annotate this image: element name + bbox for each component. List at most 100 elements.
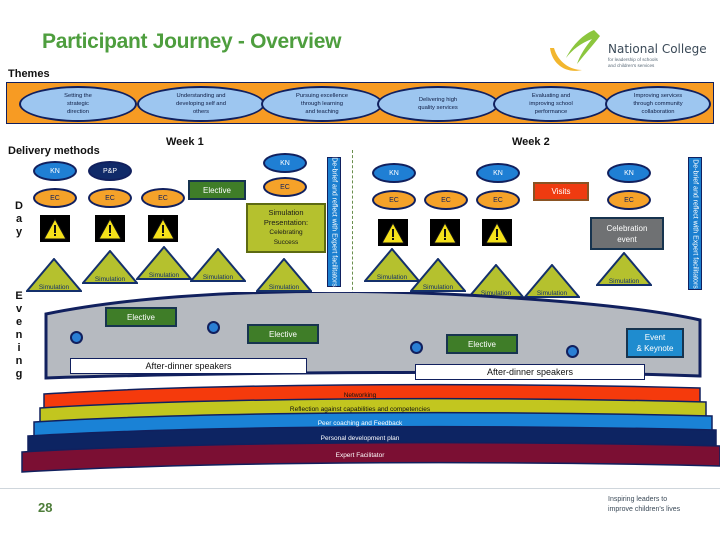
debrief-bar-week1-label: De-brief and reflect with Expert facilit… bbox=[330, 157, 338, 287]
sim-pres-line2: Presentation: bbox=[263, 218, 309, 227]
ec-node-w1-1[interactable]: EC bbox=[33, 188, 77, 208]
theme-5-line1: Evaluating and bbox=[531, 93, 571, 99]
ec-node-w2-4[interactable]: EC bbox=[607, 190, 651, 210]
event-keynote-line1: Event bbox=[644, 333, 666, 342]
theme-6-line1: Improving services bbox=[633, 93, 683, 99]
simulation-label-w2-4: Simulation bbox=[536, 290, 568, 297]
simulation-triangle-w2-4[interactable]: Simulation bbox=[524, 264, 580, 298]
kn-node-w2-1[interactable]: KN bbox=[372, 163, 416, 183]
ec-node-w2-1[interactable]: EC bbox=[372, 190, 416, 210]
band-label-networking: Networking bbox=[343, 392, 377, 399]
event-keynote-box[interactable]: Event & Keynote bbox=[626, 328, 684, 358]
themes-label: Themes bbox=[8, 68, 50, 80]
elective-box-w1-day[interactable]: Elective bbox=[188, 180, 246, 200]
theme-bubble-5: Evaluating and improving school performa… bbox=[493, 86, 609, 122]
band-shape-expertfacilitator bbox=[21, 441, 720, 473]
simulation-label-w1-4: Simulation bbox=[202, 274, 234, 281]
theme-6-line3: collaboration bbox=[641, 109, 675, 115]
event-keynote-line2: & Keynote bbox=[636, 344, 674, 353]
band-label-reflection: Reflection against capabilities and comp… bbox=[289, 406, 431, 413]
logo-subtitle-line2: and children's services bbox=[608, 63, 655, 68]
warning-triangle-icon-w1-1 bbox=[40, 215, 70, 242]
simulation-triangle-w2-5[interactable]: Simulation bbox=[596, 252, 652, 286]
ec-node-w1-3[interactable]: EC bbox=[141, 188, 185, 208]
page-number: 28 bbox=[38, 500, 53, 515]
elective-box-evening-2[interactable]: Elective bbox=[247, 324, 319, 344]
debrief-bar-week2-label: De-brief and reflect with Expert facilit… bbox=[691, 158, 699, 289]
elective-box-evening-1[interactable]: Elective bbox=[105, 307, 177, 327]
simulation-triangle-w1-2[interactable]: Simulation bbox=[82, 250, 138, 284]
evening-node-2[interactable] bbox=[207, 321, 220, 334]
simulation-triangle-w1-3[interactable]: Simulation bbox=[136, 246, 192, 280]
sim-pres-line3: Celebrating bbox=[269, 229, 303, 236]
warning-triangle-icon-w1-2 bbox=[95, 215, 125, 242]
logo-name: National College bbox=[608, 42, 707, 56]
logo-subtitle: for leadership of schools and children's… bbox=[608, 57, 658, 69]
ec-node-w1-2[interactable]: EC bbox=[88, 188, 132, 208]
footer-tagline-line1: Inspiring leaders to bbox=[608, 496, 668, 503]
elective-box-evening-3[interactable]: Elective bbox=[446, 334, 518, 354]
page-title: Participant Journey - Overview bbox=[42, 30, 342, 53]
footer-tagline-line2: improve children's lives bbox=[608, 506, 681, 513]
kn-node-w1-2[interactable]: KN bbox=[263, 153, 307, 173]
debrief-bar-week1: De-brief and reflect with Expert facilit… bbox=[327, 157, 341, 287]
celebration-line1: Celebration bbox=[606, 223, 648, 233]
sim-pres-line1: Simulation bbox=[268, 208, 304, 217]
simulation-presentation-box[interactable]: Simulation Presentation: Celebrating Suc… bbox=[246, 203, 326, 253]
kn-node-w2-2[interactable]: KN bbox=[476, 163, 520, 183]
simulation-triangle-w1-5[interactable]: Simulation bbox=[256, 258, 312, 292]
theme-2-line2: developing self and bbox=[176, 101, 226, 107]
bands-shape bbox=[21, 383, 720, 473]
kn-node-w2-3[interactable]: KN bbox=[607, 163, 651, 183]
band-label-peer-coaching: Peer coaching and Feedback bbox=[317, 420, 403, 427]
theme-5-line2: improving school bbox=[529, 101, 573, 107]
evening-node-1[interactable] bbox=[70, 331, 83, 344]
simulation-triangle-w2-2[interactable]: Simulation bbox=[410, 258, 466, 292]
ec-node-w2-2[interactable]: EC bbox=[424, 190, 468, 210]
simulation-label-w2-2: Simulation bbox=[422, 284, 454, 291]
bottom-bands: Networking Reflection against capabiliti… bbox=[0, 372, 720, 488]
kn-node-w1-1[interactable]: KN bbox=[33, 161, 77, 181]
after-dinner-speakers-w1[interactable]: After-dinner speakers bbox=[70, 358, 307, 374]
theme-1-line3: direction bbox=[67, 109, 89, 115]
theme-bubble-3: Pursuing excellence through learning and… bbox=[261, 86, 383, 122]
theme-bubble-1: Setting the strategic direction bbox=[19, 86, 137, 122]
simulation-triangle-w1-4[interactable]: Simulation bbox=[190, 248, 246, 282]
warning-triangle-icon-w1-3 bbox=[148, 215, 178, 242]
simulation-triangle-w2-1[interactable]: Simulation bbox=[364, 248, 420, 282]
debrief-bar-week2: De-brief and reflect with Expert facilit… bbox=[688, 157, 702, 290]
evening-node-3[interactable] bbox=[410, 341, 423, 354]
celebration-line2: event bbox=[617, 234, 637, 244]
theme-5-line3: performance bbox=[534, 109, 568, 115]
theme-3-line2: through learning bbox=[301, 101, 343, 107]
week-divider bbox=[352, 150, 353, 300]
pp-node-w1[interactable]: P&P bbox=[88, 161, 132, 181]
ec-node-w2-3[interactable]: EC bbox=[476, 190, 520, 210]
theme-bubble-2: Understanding and developing self and ot… bbox=[137, 86, 265, 122]
theme-2-line1: Understanding and bbox=[176, 93, 226, 99]
theme-3-line3: and teaching bbox=[305, 109, 339, 115]
ec-node-w1-4[interactable]: EC bbox=[263, 177, 307, 197]
celebration-event-box[interactable]: Celebration event bbox=[590, 217, 664, 250]
logo-subtitle-line1: for leadership of schools bbox=[608, 57, 658, 62]
after-dinner-speakers-w2[interactable]: After-dinner speakers bbox=[415, 364, 645, 380]
simulation-label-w2-5: Simulation bbox=[608, 278, 640, 285]
band-label-expert-facilitator: Expert Facilitator bbox=[335, 452, 385, 459]
warning-triangle-icon-w2-3 bbox=[482, 219, 512, 246]
simulation-label-w2-3: Simulation bbox=[480, 290, 512, 297]
week-1-label: Week 1 bbox=[166, 136, 204, 148]
week-2-label: Week 2 bbox=[512, 136, 550, 148]
logo-leaf-icon bbox=[550, 30, 600, 71]
band-label-personal-development-plan: Personal development plan bbox=[320, 435, 400, 442]
theme-2-line3: others bbox=[192, 109, 210, 115]
footer-tagline: Inspiring leaders to improve children's … bbox=[608, 495, 680, 515]
footer-divider bbox=[0, 488, 720, 489]
theme-bubble-4: Delivering high quality services bbox=[377, 86, 499, 122]
theme-1-line1: Setting the bbox=[64, 93, 92, 99]
simulation-triangle-w1-1[interactable]: Simulation bbox=[26, 258, 82, 292]
visits-box[interactable]: Visits bbox=[533, 182, 589, 201]
evening-node-4[interactable] bbox=[566, 345, 579, 358]
